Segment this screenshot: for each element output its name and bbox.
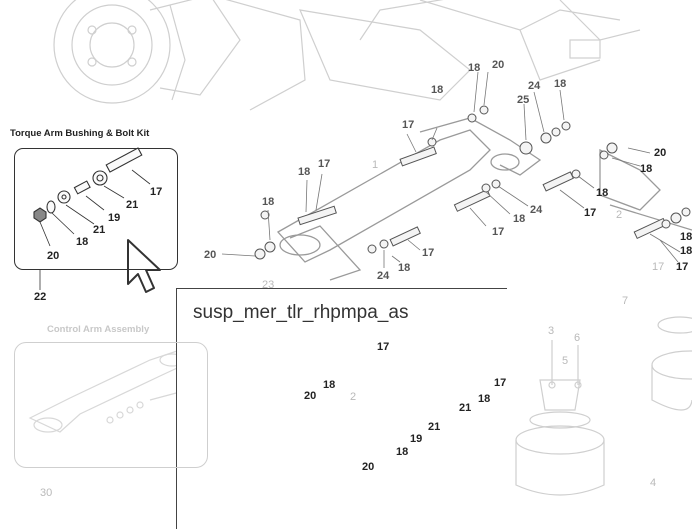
callout-17: 17 bbox=[584, 207, 597, 219]
callout-18: 18 bbox=[431, 84, 444, 96]
control-arm-title: Control Arm Assembly bbox=[47, 324, 150, 335]
callout-2: 2 bbox=[616, 209, 623, 221]
hardware-main bbox=[254, 105, 691, 260]
callout-20: 20 bbox=[204, 249, 217, 261]
callout-7: 7 bbox=[622, 295, 629, 307]
callout-24: 24 bbox=[530, 204, 543, 216]
callout-21: 21 bbox=[93, 224, 106, 236]
air-spring-drawing bbox=[515, 316, 692, 496]
callout-18: 18 bbox=[262, 196, 275, 208]
callout-24: 24 bbox=[528, 80, 541, 92]
callout-21: 21 bbox=[428, 421, 441, 433]
torque-arm-kit-panel[interactable] bbox=[14, 148, 178, 270]
callout-5: 5 bbox=[562, 355, 569, 367]
callout-19: 19 bbox=[410, 433, 423, 445]
callout-17: 17 bbox=[377, 341, 390, 353]
callout-6: 6 bbox=[574, 332, 581, 344]
callout-22: 22 bbox=[34, 291, 47, 303]
callout-20: 20 bbox=[304, 390, 317, 402]
control-arm-assembly-panel[interactable] bbox=[14, 342, 208, 468]
leader-lines-kit bbox=[39, 169, 151, 290]
callout-17: 17 bbox=[494, 377, 507, 389]
callout-1: 1 bbox=[372, 159, 379, 171]
frame-bracket-drawing bbox=[299, 0, 641, 101]
callout-3: 3 bbox=[548, 325, 555, 337]
callout-18: 18 bbox=[298, 166, 311, 178]
kit-hardware bbox=[33, 147, 143, 223]
callout-20: 20 bbox=[492, 59, 505, 71]
parts-diagram: Torque Arm Bushing & Bolt Kit 17 21 19 2… bbox=[10, 0, 692, 529]
callout-18: 18 bbox=[554, 78, 567, 90]
wheel-hub-drawing bbox=[53, 0, 306, 111]
tooltip-panel bbox=[176, 288, 507, 529]
pointer-cursor-icon bbox=[127, 239, 161, 293]
callout-19: 19 bbox=[108, 212, 121, 224]
callout-18: 18 bbox=[680, 245, 692, 257]
callout-18: 18 bbox=[323, 379, 336, 391]
callout-25: 25 bbox=[517, 94, 530, 106]
callout-18: 18 bbox=[513, 213, 526, 225]
callout-17b: 17 bbox=[652, 261, 665, 273]
torque-arm-beams bbox=[276, 117, 692, 281]
callout-18: 18 bbox=[478, 393, 491, 405]
tooltip-part-name: susp_mer_tlr_rhpmpa_as bbox=[193, 302, 409, 323]
callout-2: 2 bbox=[350, 391, 357, 403]
callout-20: 20 bbox=[654, 147, 667, 159]
callout-18b: 18 bbox=[680, 231, 692, 243]
callout-18: 18 bbox=[596, 187, 609, 199]
leader-lines-main bbox=[221, 71, 681, 268]
callout-17: 17 bbox=[318, 158, 331, 170]
callout-17: 17 bbox=[492, 226, 505, 238]
callout-4: 4 bbox=[650, 477, 657, 489]
callout-18: 18 bbox=[468, 62, 481, 74]
callout-20: 20 bbox=[362, 461, 375, 473]
callout-17: 17 bbox=[402, 119, 415, 131]
callout-18: 18 bbox=[640, 163, 653, 175]
callout-21: 21 bbox=[459, 402, 472, 414]
callout-18: 18 bbox=[398, 262, 411, 274]
callout-17: 17 bbox=[676, 261, 689, 273]
callout-20: 20 bbox=[47, 250, 60, 262]
callout-30: 30 bbox=[40, 487, 53, 499]
callout-21: 21 bbox=[126, 199, 139, 211]
callout-17: 17 bbox=[422, 247, 435, 259]
callout-18: 18 bbox=[76, 236, 89, 248]
kit-title: Torque Arm Bushing & Bolt Kit bbox=[10, 128, 150, 139]
callout-23: 23 bbox=[262, 279, 275, 291]
callout-24: 24 bbox=[377, 270, 390, 282]
callout-17: 17 bbox=[150, 186, 163, 198]
callout-18: 18 bbox=[396, 446, 409, 458]
